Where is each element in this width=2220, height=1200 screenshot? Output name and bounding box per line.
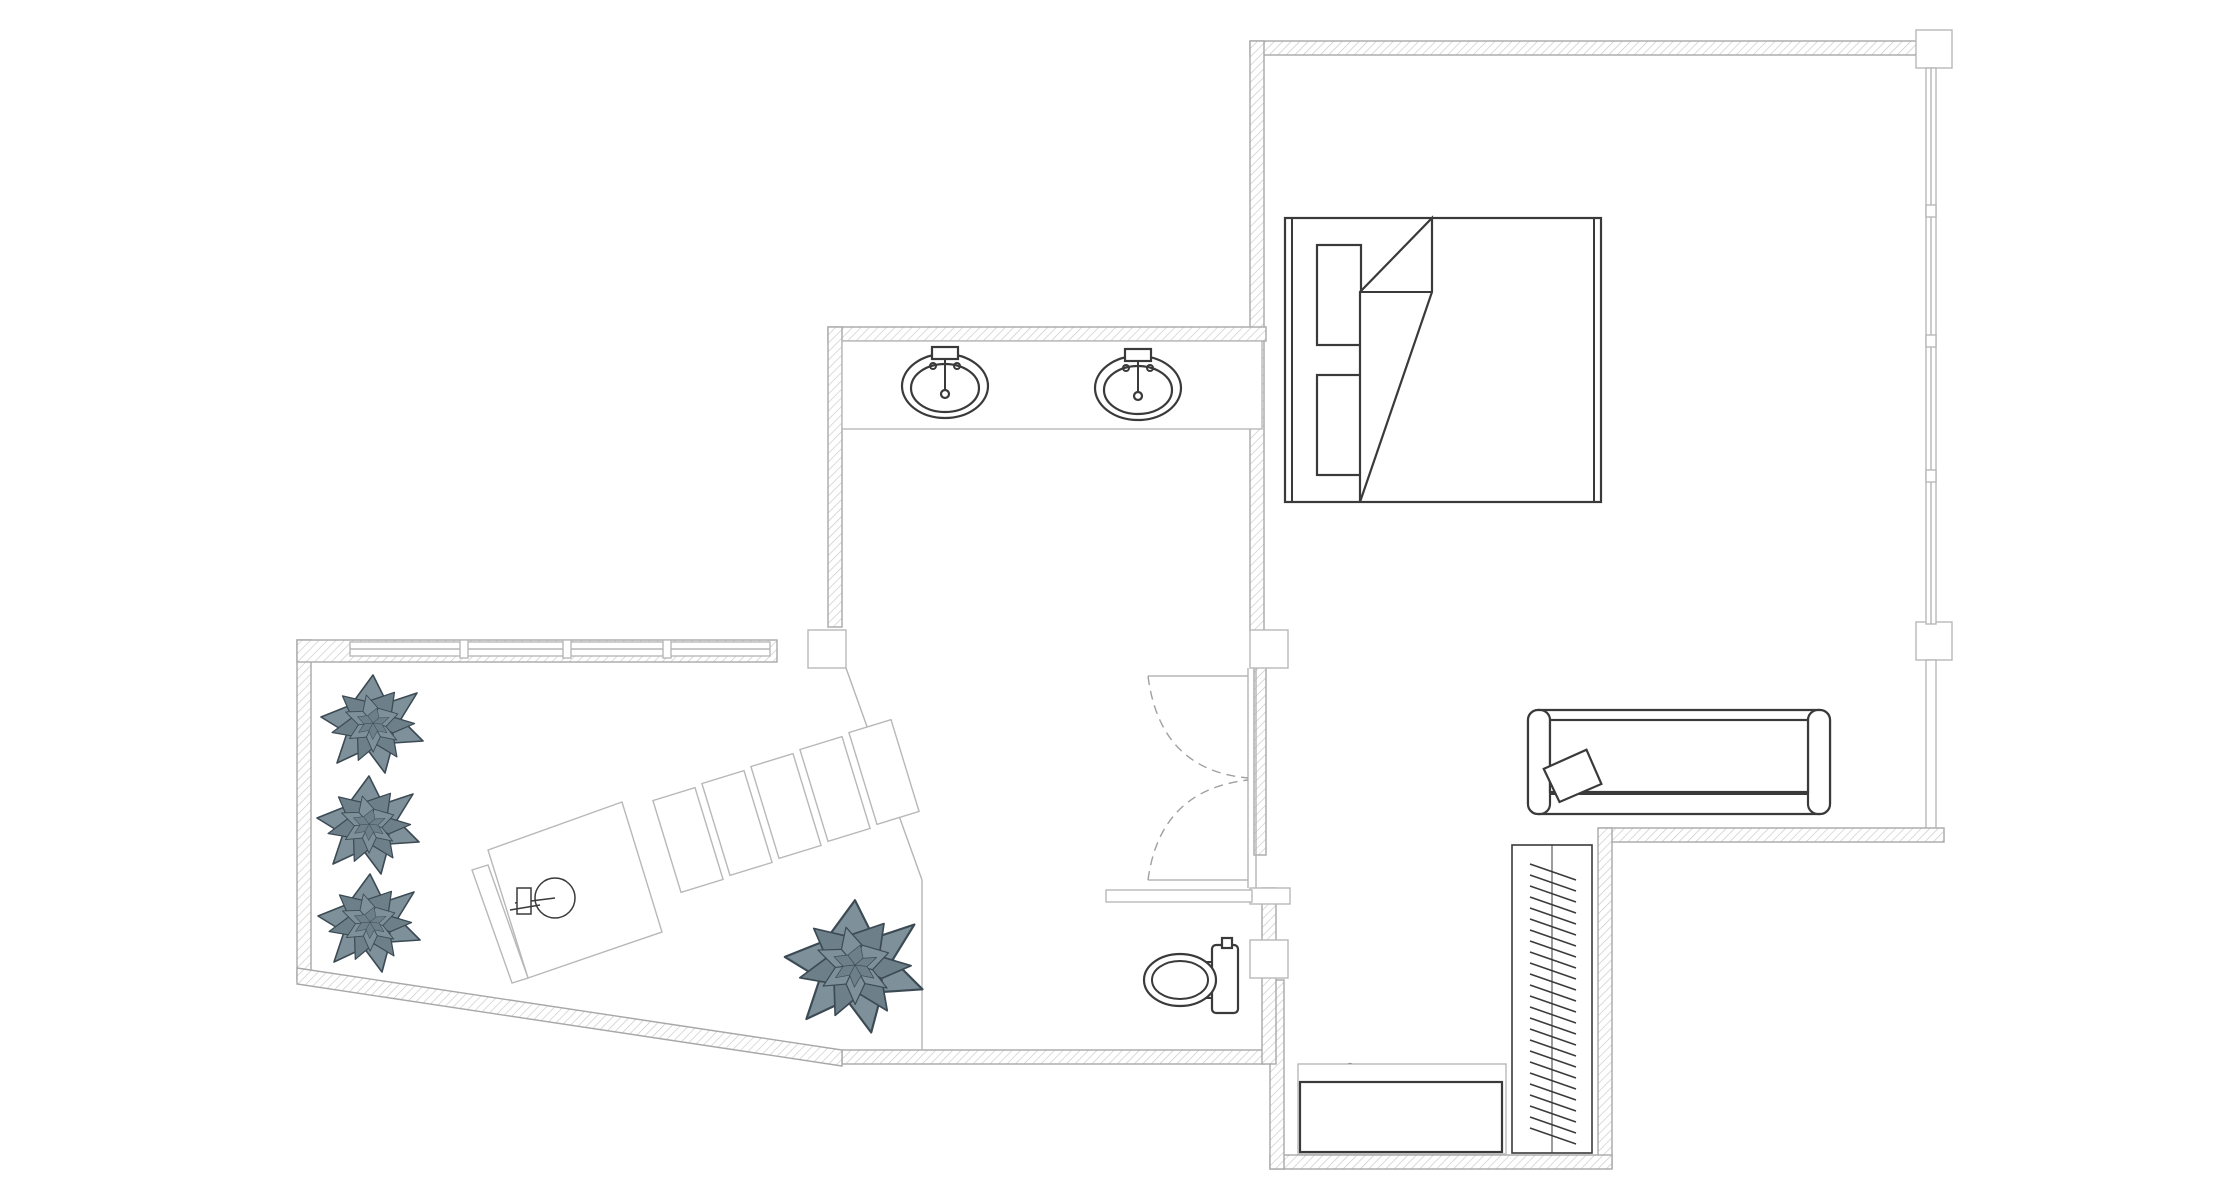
hanger: [1529, 863, 1577, 881]
bathroom: [841, 340, 1263, 1015]
sofa: [1526, 708, 1832, 816]
hanger: [1529, 951, 1577, 969]
hanger: [1529, 962, 1577, 980]
plant: [783, 899, 924, 1034]
hanger: [1529, 1105, 1577, 1123]
walls: [296, 29, 1953, 1170]
hanger: [1529, 1028, 1577, 1046]
hanger: [1529, 1127, 1577, 1145]
hanger: [1529, 1017, 1577, 1035]
hanger: [1529, 1072, 1577, 1090]
plant: [317, 873, 421, 973]
hanger: [1529, 918, 1577, 936]
hanger: [1529, 907, 1577, 925]
outdoor-table: [471, 801, 663, 984]
hanger: [1529, 885, 1577, 903]
hanger: [1529, 973, 1577, 991]
closet-hangers: [1529, 863, 1577, 1145]
plant: [320, 674, 424, 774]
hanger: [1529, 1094, 1577, 1112]
hanger: [1529, 1039, 1577, 1057]
plant: [316, 775, 420, 875]
hanger: [1529, 874, 1577, 892]
sink-right: [1093, 347, 1183, 422]
hanger: [1529, 1006, 1577, 1024]
hanger: [1529, 896, 1577, 914]
bedroom: [1283, 215, 1832, 1155]
hanger: [1529, 1050, 1577, 1068]
lounge-chair: [848, 718, 920, 826]
hanger: [1529, 1116, 1577, 1134]
lounge-chair: [799, 735, 871, 843]
bed: [1283, 215, 1603, 504]
lounge-chair: [652, 786, 724, 894]
hanger: [1529, 929, 1577, 947]
hanger: [1529, 995, 1577, 1013]
lounge-chair: [701, 769, 773, 877]
terrace: [316, 674, 924, 1034]
hanger: [1529, 940, 1577, 958]
sink-left: [900, 345, 990, 420]
plants: [316, 674, 924, 1034]
lounge-chair: [750, 752, 822, 860]
hanger: [1529, 984, 1577, 1002]
toilet: [1142, 936, 1240, 1015]
bathroom-door: [1147, 668, 1257, 888]
lounge-chairs: [652, 718, 920, 894]
hanger: [1529, 1083, 1577, 1101]
closet: [1511, 844, 1593, 1154]
hanger: [1529, 1061, 1577, 1079]
